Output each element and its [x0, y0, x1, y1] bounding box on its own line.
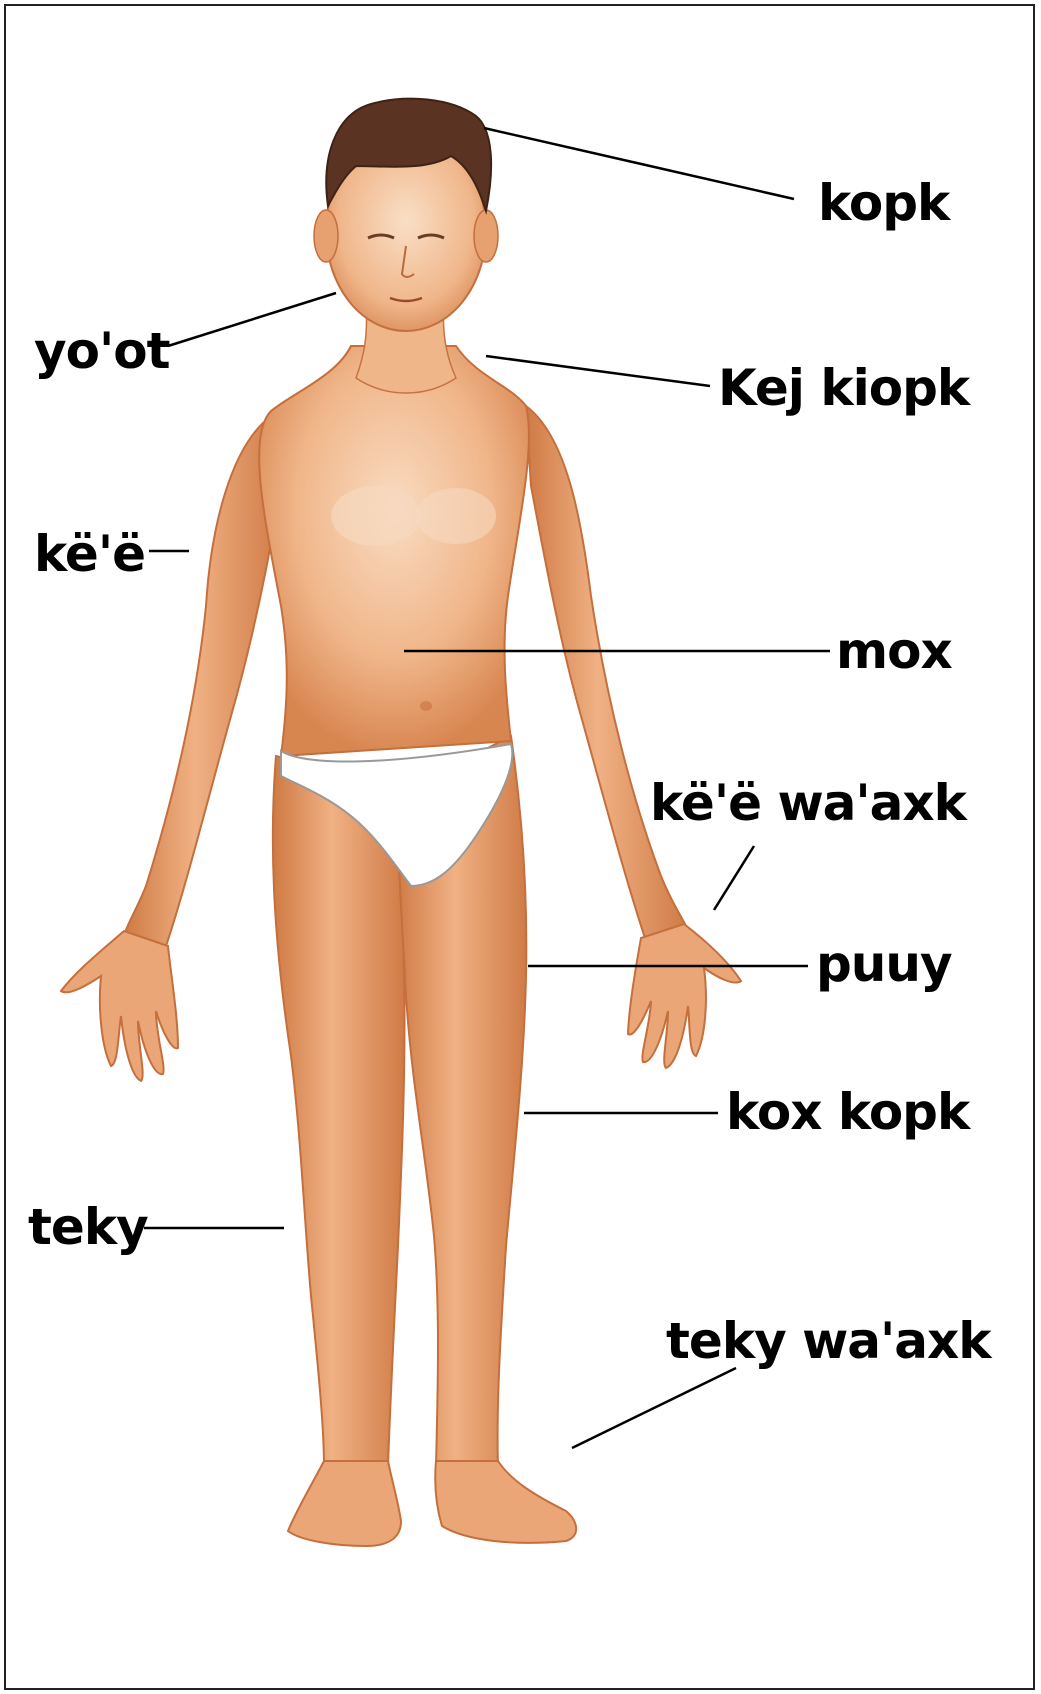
- label-yo-ot: yo'ot: [34, 326, 170, 376]
- leader-line-kopk: [484, 128, 794, 199]
- label-puuy: puuy: [816, 939, 952, 989]
- label-mox: mox: [836, 626, 952, 676]
- leader-line-ke-e-wa-axk: [714, 846, 754, 910]
- label-ke-e-wa-axk: kë'ë wa'axk: [650, 778, 966, 828]
- body-illustration: [6, 6, 1037, 1692]
- leader-line-teky-wa-axk: [572, 1368, 736, 1448]
- label-ke-e: kë'ë: [34, 529, 145, 579]
- label-kopk: kopk: [818, 178, 949, 228]
- left-arm: [61, 416, 281, 1081]
- torso: [259, 346, 529, 756]
- leader-line-kej-kiopk: [486, 356, 710, 386]
- diagram-frame: kopk yo'ot Kej kiopk kë'ë mox kë'ë wa'ax…: [4, 4, 1035, 1690]
- label-teky: teky: [28, 1202, 148, 1252]
- label-kej-kiopk: Kej kiopk: [718, 363, 969, 413]
- label-kox-kopk: kox kopk: [726, 1087, 969, 1137]
- head: [314, 99, 498, 331]
- leader-line-yo-ot: [168, 293, 336, 346]
- label-teky-wa-axk: teky wa'axk: [666, 1316, 991, 1366]
- right-arm: [526, 406, 741, 1068]
- left-leg: [273, 756, 405, 1546]
